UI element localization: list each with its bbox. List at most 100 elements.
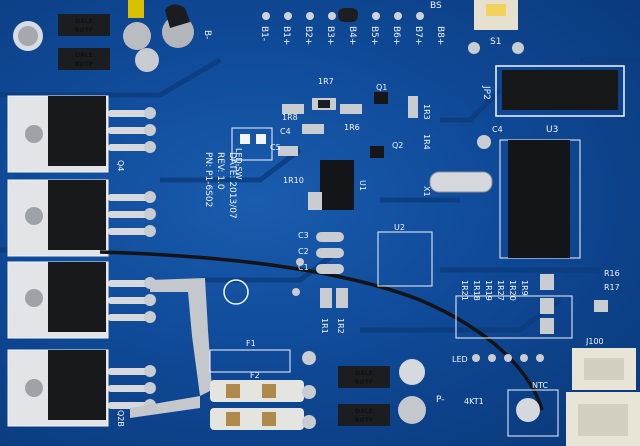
svg-text:C1: C1	[298, 263, 309, 272]
shunt-resistor-top-2: DALE ROTF	[58, 48, 110, 70]
jp2-header	[502, 70, 618, 110]
svg-text:B3+: B3+	[325, 26, 335, 45]
svg-text:P-: P-	[436, 395, 444, 405]
svg-text:R17: R17	[604, 283, 620, 292]
svg-text:X1: X1	[422, 186, 431, 197]
wire-yellow	[128, 0, 144, 18]
svg-text:DALE: DALE	[75, 18, 93, 25]
led-row: LED	[452, 354, 544, 364]
svg-text:1R8: 1R8	[282, 113, 298, 122]
svg-text:B7+: B7+	[413, 26, 423, 45]
balance-header	[262, 8, 424, 22]
svg-text:S1: S1	[490, 37, 501, 47]
svg-text:B4+: B4+	[347, 26, 357, 45]
svg-text:1R21: 1R21	[460, 280, 469, 301]
ntc-sensor: NTC 4KT1	[464, 381, 559, 437]
svg-text:C4: C4	[280, 127, 291, 136]
svg-text:Q2B: Q2B	[116, 410, 125, 427]
svg-text:1R18: 1R18	[472, 280, 481, 301]
svg-text:PN: P1-6S02: PN: P1-6S02	[203, 152, 213, 207]
svg-text:ROTF: ROTF	[75, 61, 93, 68]
ic-u3: U3	[499, 125, 581, 259]
svg-text:B5+: B5+	[369, 26, 379, 45]
svg-text:NTC: NTC	[532, 381, 548, 390]
mosfet-2	[7, 179, 156, 257]
resistor-row: 1R21 1R18 1R19 1R27 1R20 1R9 R16 R17	[455, 269, 620, 339]
transistor-q1: Q1 Q2	[370, 83, 403, 158]
svg-text:DATE: 2013/07: DATE: 2013/07	[227, 152, 237, 219]
svg-text:J100: J100	[585, 337, 604, 346]
svg-text:B1-: B1-	[259, 26, 269, 41]
cap-c4: C4	[477, 125, 503, 149]
smd-cluster-top: 1R7 1R8 1R6 C4 C5 1R10	[270, 77, 362, 185]
shunt-resistor-bottom: DALE ROTF	[338, 366, 390, 388]
svg-text:B-: B-	[202, 30, 212, 39]
svg-text:B6+: B6+	[391, 26, 401, 45]
svg-text:DALE: DALE	[355, 370, 373, 377]
caps-column: C3 C2 C1 1R1 1R2	[298, 192, 348, 334]
recycle-logo	[223, 279, 249, 305]
svg-text:B2+: B2+	[303, 26, 313, 45]
svg-text:DALE: DALE	[75, 52, 93, 59]
svg-text:C3: C3	[298, 231, 309, 240]
svg-text:1R1: 1R1	[320, 318, 329, 334]
svg-text:1R2: 1R2	[336, 318, 345, 334]
balance-labels: B1- B1+ B2+ B3+ B4+ B5+ B6+ B7+ B8+ BS	[259, 1, 445, 45]
svg-text:C5: C5	[270, 143, 281, 152]
ic-u2: U2	[377, 223, 433, 287]
svg-text:LED: LED	[452, 355, 468, 364]
svg-text:R16: R16	[604, 269, 620, 278]
svg-text:LED-SW: LED-SW	[234, 148, 243, 180]
svg-text:ROTF: ROTF	[75, 27, 93, 34]
fuse-f2: F2	[210, 371, 304, 402]
crystal-x1: X1	[422, 171, 493, 197]
mosfet-3	[7, 261, 156, 339]
svg-text:BS: BS	[430, 1, 442, 11]
resistor-pair: 1R3 1R4	[408, 96, 431, 150]
svg-text:U1: U1	[358, 180, 367, 191]
mosfet-1	[7, 95, 156, 173]
svg-text:B1+: B1+	[281, 26, 291, 45]
solder-bar	[150, 278, 212, 396]
svg-text:1R9: 1R9	[520, 280, 529, 296]
svg-text:ROTF: ROTF	[355, 417, 373, 424]
fuse-f3	[210, 408, 304, 430]
svg-text:ROTF: ROTF	[355, 379, 373, 386]
fuse-f1: F1	[209, 339, 291, 373]
connector-2pin	[566, 392, 640, 446]
svg-text:1R20: 1R20	[508, 280, 517, 301]
svg-text:1R6: 1R6	[344, 123, 360, 132]
svg-text:1R27: 1R27	[496, 280, 505, 301]
svg-text:1R19: 1R19	[484, 280, 493, 301]
led-switch: LED-SW	[231, 127, 273, 180]
solder-post	[399, 359, 425, 385]
svg-text:1R3: 1R3	[422, 104, 431, 120]
svg-text:F2: F2	[250, 371, 260, 380]
shunt-resistor-top: DALE ROTF	[58, 14, 110, 36]
svg-text:1R7: 1R7	[318, 77, 334, 86]
ic-u1: U1	[320, 160, 367, 210]
svg-text:B8+: B8+	[435, 26, 445, 45]
svg-text:Q2: Q2	[392, 141, 403, 150]
jp2-outline	[495, 65, 625, 117]
sense-wire	[99, 250, 544, 411]
connector-3pin: J100	[572, 337, 636, 390]
shunt-resistor-bottom-2: DALE ROTF	[338, 404, 390, 426]
svg-text:U2: U2	[394, 223, 405, 232]
svg-text:DALE: DALE	[355, 408, 373, 415]
svg-text:C4: C4	[492, 125, 503, 134]
svg-text:1R10: 1R10	[283, 176, 304, 185]
svg-text:4KT1: 4KT1	[464, 397, 484, 406]
svg-text:Q1: Q1	[376, 83, 387, 92]
mosfet-4	[7, 349, 156, 427]
svg-text:F1: F1	[246, 339, 256, 348]
svg-text:JP2: JP2	[481, 85, 491, 100]
svg-text:1R4: 1R4	[422, 134, 431, 150]
svg-text:Q4: Q4	[116, 160, 125, 171]
board-info: PN: P1-6S02 REV: 1.0 DATE: 2013/07	[203, 152, 237, 219]
svg-text:REV: 1.0: REV: 1.0	[215, 152, 225, 190]
svg-text:U3: U3	[546, 125, 558, 135]
solder-pad	[123, 22, 151, 50]
